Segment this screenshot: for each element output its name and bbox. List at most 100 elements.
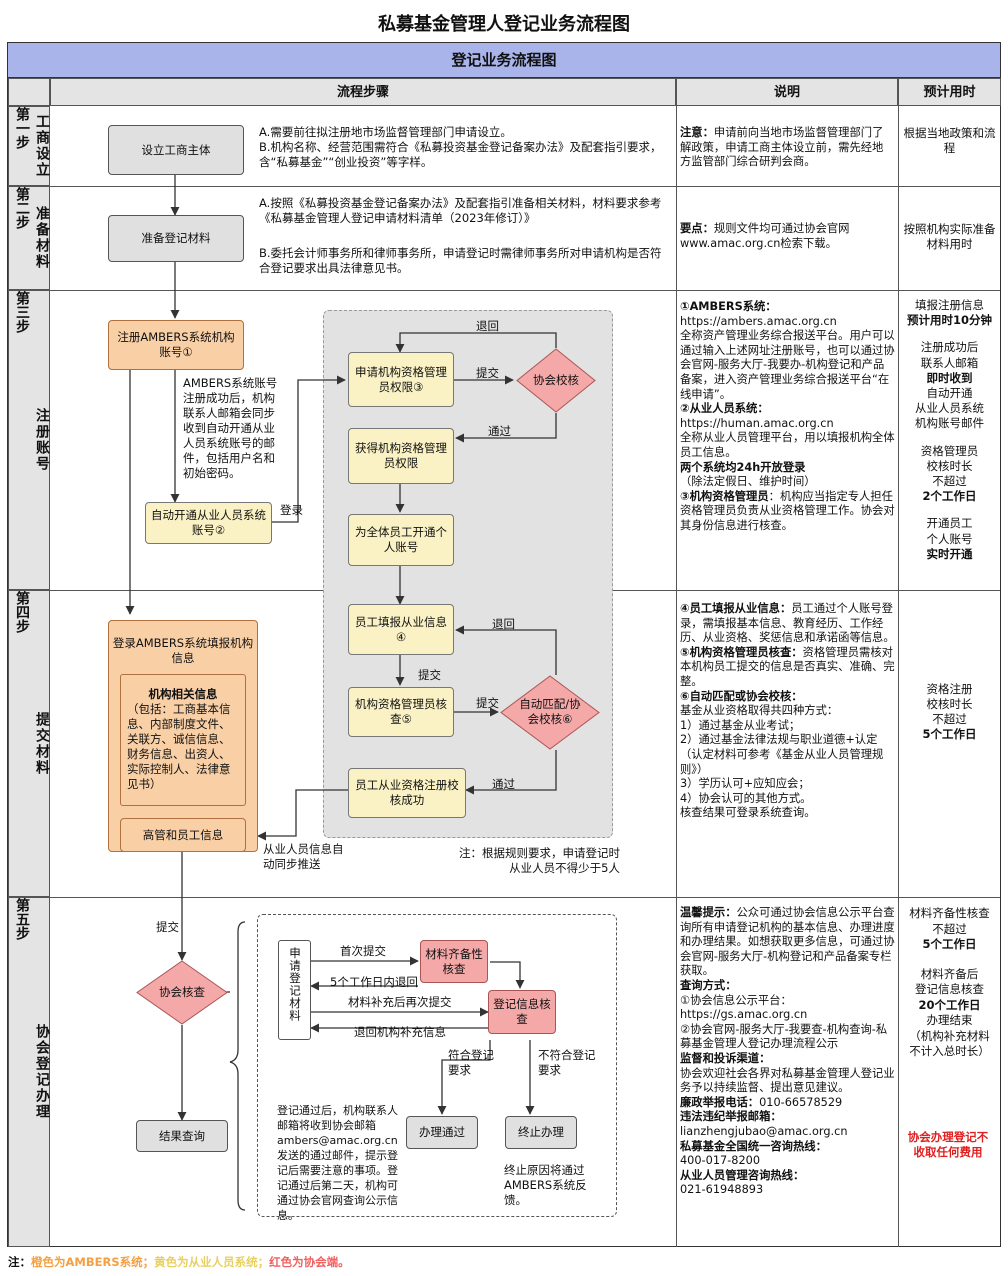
approval-note: 登记通过后，机构联系人邮箱将收到协会邮箱ambers@amac.org.cn发送… xyxy=(277,1104,398,1222)
get-admin-box: 获得机构资格管理员权限 xyxy=(348,428,454,484)
stage5-desc-line: ①协会信息公示平台：https://gs.amac.org.cn xyxy=(680,993,808,1022)
stage3-desc-line: https://ambers.amac.org.cn xyxy=(680,314,837,328)
admin-check-box: 机构资格管理员核查⑤ xyxy=(348,687,454,737)
apply-materials-box: 申请登记材料 xyxy=(278,940,311,1040)
return-5days-label: 5个工作日内退回 xyxy=(330,975,418,989)
stage3-desc-line: 全称资产管理业务综合报送平台。用户可以通过输入上述网址注册账号，也可以通过协会官… xyxy=(680,329,895,401)
meets-req-label: 符合登记要求 xyxy=(448,1048,494,1077)
step2-label: 第二步准备材料 xyxy=(8,186,50,290)
apply-admin-box: 申请机构资格管理员权限③ xyxy=(348,352,454,407)
stage5-desc-line: 廉政举报电话：010-66578529 xyxy=(680,1095,843,1109)
institution-info-text: （包括：工商基本信息、内部制度文件、关联方、诚信信息、财务信息、出资人、实际控制… xyxy=(127,702,231,791)
completeness-check-box: 材料齐备性核查 xyxy=(420,940,488,983)
stage3-desc-line: 全称从业人员管理平台，用以填报机构全体员工信息。 xyxy=(680,431,895,459)
stage4-desc-line: 基金从业资格取得共四种方式： xyxy=(680,704,839,718)
stage4-desc-line: 2）通过基金法律法规与职业道德+认定（认定材料可参考《基金从业人员管理规则》） xyxy=(680,733,884,776)
stage3-desc-line: https://human.amac.org.cn xyxy=(680,416,834,430)
ambers-account-note: AMBERS系统账号注册成功后，机构联系人邮箱会同步收到自动开通从业人员系统账号… xyxy=(183,376,278,480)
legend-note: 注：橙色为AMBERS系统；黄色为从业人员系统；红色为协会端。 xyxy=(8,1255,350,1269)
stage5-desc: 温馨提示：公众可通过协会信息公示平台查询所有申请登记机构的基本信息、办理进度和办… xyxy=(680,906,895,1198)
stage3-time: 填报注册信息 预计用时10分钟 注册成功后 联系人邮箱 即时收到 自动开通 从业… xyxy=(906,298,992,561)
stage4-desc-line: 核查结果可登录系统查询。 xyxy=(680,806,816,820)
stage4-desc-line: 4）协会认可的其他方式。 xyxy=(680,791,812,805)
stage2-desc: 要点：规则文件均可通过协会官网www.amac.org.cn检索下载。 xyxy=(680,222,850,250)
stage4-desc: ④员工填报从业信息：员工通过个人账号登录，需填报基本信息、教育经历、工作经历、从… xyxy=(680,602,895,821)
row-divider xyxy=(50,897,1000,898)
step5-label: 第五步协会登记办理 xyxy=(8,897,50,1247)
page-title: 私募基金管理人登记业务流程图 xyxy=(378,14,630,35)
info-check-box: 登记信息核查 xyxy=(488,990,556,1034)
step4-label: 第四步提交材料 xyxy=(8,590,50,897)
header-steps: 流程步骤 xyxy=(50,78,676,106)
stage4-time: 资格注册 校核时长 不超过 5个工作日 xyxy=(922,682,977,741)
stage5-desc-line: ②协会官网-服务大厅-我要查-机构查询-私募基金管理人登记办理流程公示 xyxy=(680,1022,888,1051)
return-institution-label: 退回机构补充信息 xyxy=(354,1025,446,1039)
stage5-desc-line: 021-61948893 xyxy=(680,1183,764,1197)
header-time: 预计用时 xyxy=(898,78,1001,106)
stage4-desc-line: 1）通过基金从业考试； xyxy=(680,718,801,732)
association-check-diamond: 协会校核 xyxy=(516,348,596,413)
login-label: 登录 xyxy=(280,503,303,517)
termination-note: 终止原因将通过AMBERS系统反馈。 xyxy=(504,1163,587,1207)
auto-open-account-box: 自动开通从业人员系统账号② xyxy=(145,502,272,544)
establish-entity-box: 设立工商主体 xyxy=(108,125,244,175)
no-fee-notice: 协会办理登记不收取任何费用 xyxy=(907,1130,989,1159)
submit-label-2: 提交 xyxy=(418,668,441,682)
step3-label: 第三步注册账号 xyxy=(8,290,50,590)
stage1-time: 根据当地政策和流程 xyxy=(903,126,996,155)
stage4-desc-line: 3）学历认可+应知应会； xyxy=(680,777,810,791)
min-staff-note: 注：根据规则要求，申请登记时从业人员不得少于5人 xyxy=(459,846,620,875)
stage5-desc-line: 查询方式： xyxy=(680,978,737,992)
stage5-desc-line: 私募基金全国统一咨询热线： xyxy=(680,1139,827,1153)
stage1-text-b: B.机构名称、经营范围需符合《私募投资基金登记备案办法》及配套指引要求，含“私募… xyxy=(259,140,662,169)
pass-label-2: 通过 xyxy=(492,777,515,791)
stage5-desc-line: 违法违纪举报邮箱： xyxy=(680,1110,782,1124)
institution-info-box: 机构相关信息 （包括：工商基本信息、内部制度文件、关联方、诚信信息、财务信息、出… xyxy=(120,674,246,806)
stage1-text-a: A.需要前往拟注册地市场监督管理部门申请设立。 xyxy=(259,125,512,139)
stage2-text-b: B.委托会计师事务所和律师事务所，申请登记时需律师事务所对申请机构是否符合登记要… xyxy=(259,246,662,275)
submit-label-3: 提交 xyxy=(476,696,499,710)
stage5-desc-line: 温馨提示：公众可通过协会信息公示平台查询所有申请登记机构的基本信息、办理进度和办… xyxy=(680,906,895,978)
auto-match-diamond: 自动匹配/协会校核⑥ xyxy=(500,675,600,750)
approved-box: 办理通过 xyxy=(406,1116,478,1149)
stage4-desc-line: ⑤机构资格管理员核查：资格管理员需核对本机构员工提交的信息是否真实、准确、完整。 xyxy=(680,645,895,688)
stage3-desc-line: ①AMBERS系统： xyxy=(680,300,777,313)
submit-label-4: 提交 xyxy=(156,920,179,934)
prepare-materials-box: 准备登记材料 xyxy=(108,215,244,262)
row-divider xyxy=(50,290,1000,291)
login-ambers-label: 登录AMBERS系统填报机构信息 xyxy=(112,636,254,665)
fails-req-label: 不符合登记要求 xyxy=(538,1048,596,1077)
staff-fill-box: 员工填报从业信息④ xyxy=(348,604,454,655)
column-divider xyxy=(898,106,899,1247)
stage1-desc: 注意：申请前向当地市场监督管理部门了解政策，申请工商主体设立前，需先经地方监管部… xyxy=(680,126,884,169)
stage4-desc-line: ⑥自动匹配或协会校核： xyxy=(680,689,803,703)
stage3-desc-line: （除法定假日、维护时间） xyxy=(680,475,816,489)
stage5-desc-line: lianzhengjubao@amac.org.cn xyxy=(680,1124,848,1138)
stage3-desc-line: ②从业人员系统： xyxy=(680,402,769,416)
stage3-desc-line: ③机构资格管理员：机构应当指定专人担任资格管理员负责从业资格管理工作。协会对其身… xyxy=(680,489,895,532)
return-label: 退回 xyxy=(476,319,499,333)
header-desc: 说明 xyxy=(676,78,898,106)
stage5-time: 材料齐备性核查 不超过 5个工作日 材料齐备后 登记信息核查 20个工作日 办理… xyxy=(909,906,990,1058)
registration-success-box: 员工从业资格注册校核成功 xyxy=(348,768,466,818)
stage5-desc-line: 400-017-8200 xyxy=(680,1154,761,1168)
association-review-diamond: 协会核查 xyxy=(136,960,228,1025)
association-review-panel xyxy=(257,914,617,1217)
row-divider xyxy=(50,186,1000,187)
senior-staff-box: 高管和员工信息 xyxy=(120,818,246,852)
terminated-box: 终止办理 xyxy=(505,1116,577,1149)
stage3-desc-line: 两个系统均24h开放登录 xyxy=(680,460,806,474)
register-ambers-box: 注册AMBERS系统机构账号① xyxy=(108,320,244,370)
result-query-box: 结果查询 xyxy=(136,1120,228,1152)
pass-label: 通过 xyxy=(488,424,511,438)
stage2-text-a: A.按照《私募投资基金登记备案办法》及配套指引准备相关材料，材料要求参考《私募基… xyxy=(259,196,662,225)
sync-label: 从业人员信息自动同步推送 xyxy=(263,842,344,871)
submit-label: 提交 xyxy=(476,366,499,380)
stage3-desc: ①AMBERS系统： https://ambers.amac.org.cn 全称… xyxy=(680,300,895,534)
column-divider xyxy=(676,106,677,1247)
institution-info-title: 机构相关信息 xyxy=(148,687,218,701)
stage5-desc-line: 协会欢迎社会各界对私募基金管理人登记业务予以持续监督、提出意见建议。 xyxy=(680,1066,895,1095)
return-label-2: 退回 xyxy=(492,617,515,631)
resubmit-label: 材料补充后再次提交 xyxy=(348,995,452,1009)
step1-label: 第一步工商设立 xyxy=(8,106,50,186)
